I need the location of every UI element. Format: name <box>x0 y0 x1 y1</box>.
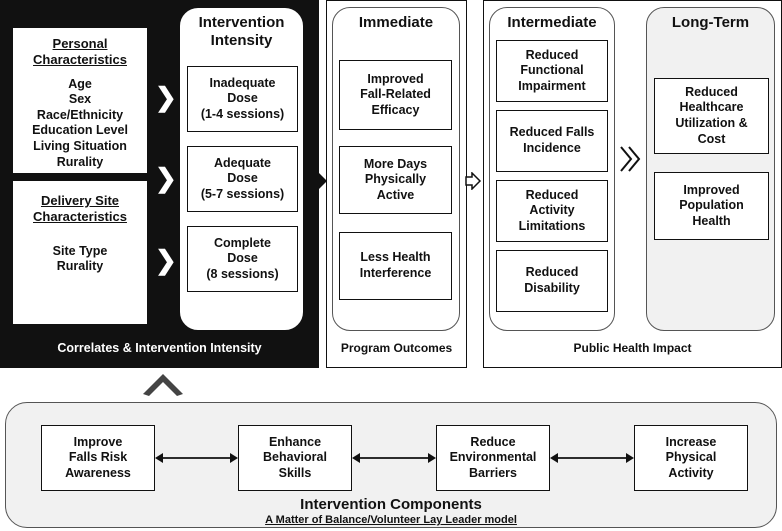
long-term-column <box>646 7 775 331</box>
disability-box: Reduced Disability <box>496 250 608 312</box>
personal-title-line1: Personal <box>52 36 108 51</box>
arrow-right-icon <box>465 172 482 190</box>
site-item-type: Site Type <box>52 243 108 258</box>
chevron-right-icon: ❯ <box>155 82 177 112</box>
personal-item-sex: Sex <box>68 92 92 107</box>
chevron-right-icon: ❯ <box>155 163 177 193</box>
health-interference-box: Less Health Interference <box>339 232 452 300</box>
falls-risk-awareness-box: Improve Falls Risk Awareness <box>41 425 155 491</box>
components-title: Intervention Components <box>300 496 482 513</box>
adequate-dose-box: Adequate Dose (5-7 sessions) <box>187 146 298 212</box>
immediate-title: Immediate <box>358 14 434 31</box>
double-arrow-icon <box>155 453 238 463</box>
components-subtitle: A Matter of Balance/Volunteer Lay Leader… <box>265 514 517 526</box>
public-health-caption: Public Health Impact <box>573 341 692 355</box>
chevron-right-icon: ❯ <box>155 245 177 275</box>
arrow-right-icon <box>313 173 327 189</box>
intensity-title-line1: Intervention <box>198 14 285 31</box>
site-item-rurality: Rurality <box>56 259 104 274</box>
personal-item-race: Race/Ethnicity <box>36 107 124 122</box>
healthcare-utilization-box: Reduced Healthcare Utilization & Cost <box>654 78 769 154</box>
complete-dose-box: Complete Dose (8 sessions) <box>187 226 298 292</box>
falls-incidence-box: Reduced Falls Incidence <box>496 110 608 172</box>
double-chevron-right-icon <box>620 146 641 172</box>
site-title-line1: Delivery Site <box>40 193 120 208</box>
site-title-line2: Characteristics <box>33 209 127 225</box>
correlates-caption: Correlates & Intervention Intensity <box>57 341 262 355</box>
physical-activity-box: Increase Physical Activity <box>634 425 748 491</box>
activity-limitations-box: Reduced Activity Limitations <box>496 180 608 242</box>
personal-item-rurality: Rurality <box>56 154 104 169</box>
environmental-barriers-box: Reduce Environmental Barriers <box>436 425 550 491</box>
personal-characteristics-box: Personal Characteristics Age Sex Race/Et… <box>12 27 148 174</box>
double-arrow-icon <box>550 453 634 463</box>
fall-efficacy-box: Improved Fall-Related Efficacy <box>339 60 452 130</box>
intermediate-title: Intermediate <box>507 14 597 31</box>
personal-item-age: Age <box>68 76 92 91</box>
personal-item-living: Living Situation <box>33 139 127 153</box>
long-term-title: Long-Term <box>671 14 750 31</box>
program-outcomes-caption: Program Outcomes <box>340 341 453 355</box>
behavioral-skills-box: Enhance Behavioral Skills <box>238 425 352 491</box>
functional-impairment-box: Reduced Functional Impairment <box>496 40 608 102</box>
inadequate-dose-box: Inadequate Dose (1-4 sessions) <box>187 66 298 132</box>
chevron-up-icon <box>143 374 183 396</box>
days-active-box: More Days Physically Active <box>339 146 452 214</box>
delivery-site-box: Delivery Site Characteristics Site Type … <box>12 180 148 325</box>
double-arrow-icon <box>352 453 436 463</box>
personal-item-education: Education Level <box>32 123 128 138</box>
personal-title-line2: Characteristics <box>33 52 127 68</box>
intensity-title-line2: Intensity <box>210 32 273 49</box>
population-health-box: Improved Population Health <box>654 172 769 240</box>
